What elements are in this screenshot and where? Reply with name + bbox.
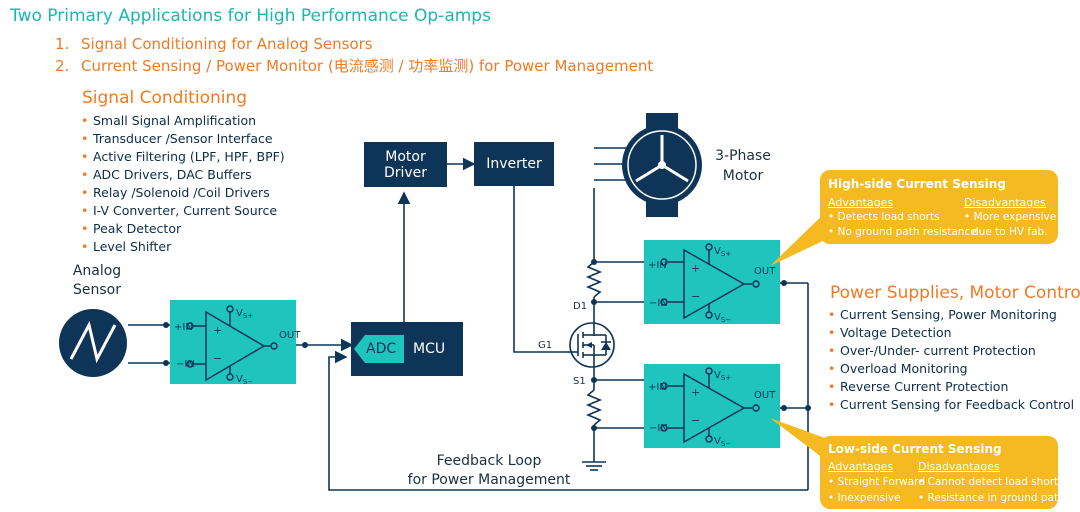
opamp2-vs-pos: VS+ — [714, 246, 731, 258]
motor-label: 3-Phase Motor — [715, 148, 771, 184]
high-side-adv-1: • Detects load shorts — [828, 211, 940, 223]
power-supplies-title: Power Supplies, Motor Control — [830, 283, 1080, 303]
low-side-adv-2: • Inexpensive — [828, 492, 901, 504]
low-side-adv-head: Advantages — [828, 460, 894, 473]
adc-shape — [354, 335, 404, 363]
low-side-title: Low-side Current Sensing — [828, 442, 1002, 456]
opamp3-minus: − — [691, 414, 700, 427]
signal-conditioning-list: •Small Signal Amplification •Transducer … — [81, 112, 285, 256]
subtitle-item-1: 1. Signal Conditioning for Analog Sensors — [55, 35, 373, 53]
low-side-dis-head: Disadvantages — [918, 460, 1000, 473]
opamp3-vs-neg: VS− — [714, 436, 731, 448]
list-item: •I-V Converter, Current Source — [81, 203, 278, 218]
high-side-dis-1: • More expensive — [964, 211, 1057, 223]
list-item: •Over-/Under- current Protection — [828, 343, 1036, 358]
list-item: •Small Signal Amplification — [81, 113, 257, 128]
list-item: •Current Sensing for Feedback Control — [828, 397, 1075, 412]
d1-label: D1 — [573, 301, 588, 312]
opamp1-in-pos: +IN — [174, 322, 193, 333]
list-item: •Peak Detector — [81, 221, 182, 236]
page-title: Two Primary Applications for High Perfor… — [10, 6, 491, 26]
list-item: •Voltage Detection — [828, 325, 952, 340]
high-side-dis-2: due to HV fab. — [972, 226, 1048, 238]
mcu-label: MCU — [413, 341, 446, 357]
opamp2-minus: − — [691, 290, 700, 303]
high-side-dis-head: Disadvantages — [964, 196, 1046, 209]
subtitle-num-1: 1. — [55, 35, 70, 53]
list-item: •Reverse Current Protection — [828, 379, 1009, 394]
list-item: •ADC Drivers, DAC Buffers — [81, 167, 252, 182]
list-item: •Active Filtering (LPF, HPF, BPF) — [81, 149, 285, 164]
s1-label: S1 — [573, 376, 586, 387]
opamp3-in-neg: −IN — [649, 423, 668, 434]
subtitle-text-1: Signal Conditioning for Analog Sensors — [81, 35, 373, 53]
low-side-adv-1: • Straight Forward — [828, 476, 925, 488]
power-supplies-list: •Current Sensing, Power Monitoring •Volt… — [828, 306, 1074, 414]
list-item: •Level Shifter — [81, 239, 172, 254]
subtitle-item-2: 2. Current Sensing / Power Monitor (电流感测 … — [55, 55, 653, 76]
feedback-label: Feedback Loop for Power Management — [407, 453, 571, 488]
opamp3-plus: + — [691, 386, 700, 399]
opamp1-plus: + — [213, 324, 222, 337]
list-item: •Current Sensing, Power Monitoring — [828, 307, 1057, 322]
signal-conditioning-title: Signal Conditioning — [82, 88, 248, 108]
low-side-callout: Low-side Current Sensing Advantages Disa… — [820, 436, 1065, 509]
subtitle-text-2: Current Sensing / Power Monitor (电流感测 / … — [81, 57, 654, 75]
opamp2-out: OUT — [754, 266, 776, 277]
opamp1-in-neg: −IN — [176, 359, 195, 370]
opamp3-in-pos: +IN — [648, 382, 667, 393]
opamp1-vs-neg: VS− — [236, 374, 253, 386]
high-side-adv-2: • No ground path resistance — [828, 226, 977, 238]
g1-label: G1 — [538, 340, 553, 351]
high-side-callout: High-side Current Sensing Advantages Dis… — [820, 170, 1058, 244]
low-side-dis-1: • Cannot detect load shorts — [918, 476, 1064, 488]
motor-icon — [622, 113, 702, 217]
opamp2-in-pos: +IN — [648, 260, 667, 271]
high-side-title: High-side Current Sensing — [828, 177, 1006, 191]
opamp1-vs-pos: VS+ — [236, 308, 253, 320]
low-side-dis-2: • Resistance in ground path — [918, 492, 1065, 504]
opamp3-vs-pos: VS+ — [714, 370, 731, 382]
opamp2-vs-neg: VS− — [714, 312, 731, 324]
adc-label: ADC — [366, 341, 397, 357]
opamp1-out: OUT — [279, 330, 301, 341]
low-side-callout-pointer — [770, 418, 836, 462]
analog-sensor-label: Analog Sensor — [72, 263, 122, 298]
list-item: •Transducer /Sensor Interface — [81, 131, 273, 146]
motor-driver-box: Motor Driver — [364, 142, 447, 187]
analog-sensor-icon — [59, 309, 127, 377]
list-item: •Relay /Solenoid /Coil Drivers — [81, 185, 270, 200]
opamp2-in-neg: −IN — [649, 298, 668, 309]
list-item: •Overload Monitoring — [828, 361, 968, 376]
high-side-adv-head: Advantages — [828, 196, 894, 209]
opamp2-plus: + — [691, 262, 700, 275]
opamp3-out: OUT — [754, 390, 776, 401]
opamp-signal-conditioning — [170, 300, 296, 384]
subtitle-num-2: 2. — [55, 57, 70, 75]
inverter-box: Inverter — [474, 142, 554, 186]
opamp1-minus: − — [213, 352, 222, 365]
